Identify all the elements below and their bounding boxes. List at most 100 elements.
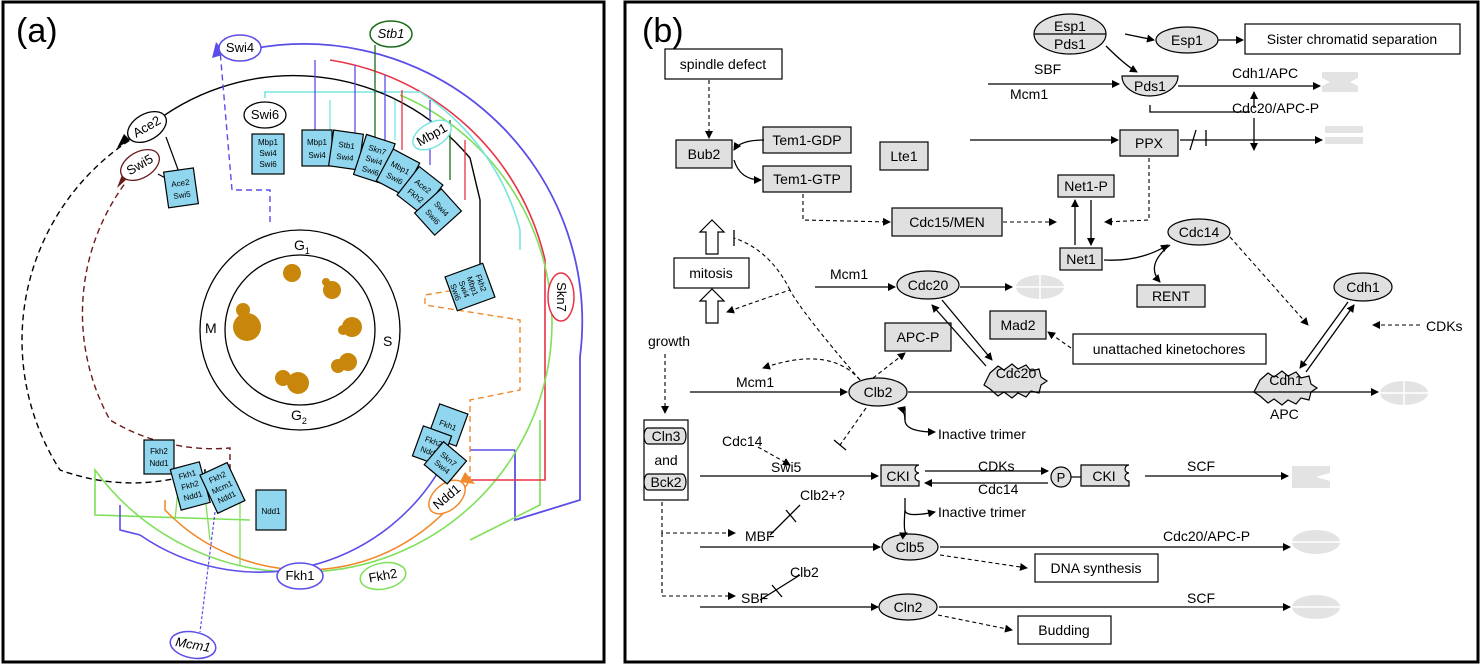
orange-dashed-feedback (424, 289, 521, 482)
node-apcp: APC-P (884, 322, 952, 352)
node-mad2: Mad2 (989, 310, 1047, 340)
svg-text:Cdc14: Cdc14 (1179, 224, 1220, 240)
regulator-ndd1: Ndd1 (428, 479, 466, 515)
svg-text:RENT: RENT (1152, 288, 1191, 304)
complex-c12: Skn7 Swi4 (423, 440, 468, 485)
complex-c3: Stb1 Swi4 (327, 129, 365, 171)
node-cln2: Cln2 (878, 593, 938, 621)
panel-b-frame (623, 0, 1480, 664)
svg-text:Mcm1: Mcm1 (174, 634, 211, 655)
mitosis-up-arrow-top (698, 219, 726, 255)
regulator-skn7: Skn7 (547, 272, 575, 322)
blue-arc (237, 43, 584, 522)
svg-text:Cdc20: Cdc20 (996, 365, 1037, 381)
regulator-swi6: Swi6 (243, 101, 287, 129)
label-scf-low: SCF (1187, 590, 1215, 606)
svg-text:Stb1: Stb1 (338, 140, 356, 151)
complex-boxes: Mbp1 Swi4 Swi6 Mbp1 Swi4 Stb1 Swi4 Skn7 … (143, 129, 496, 531)
label-cdks-right: CDKs (1426, 318, 1463, 334)
ticks-red (401, 90, 466, 200)
node-esp1-pds1: Esp1 Pds1 (1033, 13, 1107, 55)
svg-text:Tem1-GDP: Tem1-GDP (772, 132, 841, 148)
degrade-icon-2b (1325, 137, 1363, 144)
degrade-icon-2 (1325, 126, 1363, 133)
svg-text:P: P (1057, 470, 1066, 485)
swi4-dashed-feedback (219, 49, 271, 222)
node-phospho-cki: P CKI (1050, 464, 1130, 488)
regulator-ace2: Ace2 (127, 110, 167, 144)
cell-icon-5b (275, 370, 291, 386)
svg-text:Mad2: Mad2 (1000, 317, 1035, 333)
svg-text:Bub2: Bub2 (688, 146, 721, 162)
node-dna-synthesis: DNA synthesis (1034, 553, 1159, 583)
node-clb5: Clb5 (881, 533, 939, 561)
node-cdc20: Cdc20 (896, 270, 960, 300)
ace2-dashed-feedback (21, 139, 206, 495)
cell-icon-1 (283, 264, 301, 282)
svg-text:Lte1: Lte1 (890, 148, 917, 164)
svg-text:Fkh1: Fkh1 (286, 568, 315, 583)
svg-text:spindle defect: spindle defect (680, 56, 767, 72)
node-cdc14-top: Cdc14 (1167, 218, 1231, 246)
node-unattached-kinetochores: unattached kinetochores (1072, 333, 1267, 365)
cell-icon-2b (322, 278, 330, 286)
svg-text:Cln3: Cln3 (652, 428, 681, 444)
mcm1-link (199, 511, 216, 633)
svg-text:Swi4: Swi4 (226, 40, 254, 55)
label-apc: APC (1270, 406, 1299, 422)
svg-text:Clb2: Clb2 (864, 384, 893, 400)
svg-text:Bck2: Bck2 (650, 474, 681, 490)
node-mitosis: mitosis (673, 257, 750, 289)
node-ppx: PPX (1119, 129, 1179, 157)
phase-g2: G2 (291, 407, 307, 426)
label-cdc14-left: Cdc14 (722, 433, 763, 449)
node-bub2: Bub2 (675, 139, 733, 169)
cyan-arc (264, 91, 521, 250)
label-cdks: CDKs (978, 458, 1015, 474)
cell-icons (233, 264, 362, 394)
node-lte1: Lte1 (879, 141, 929, 171)
regulator-mcm1: Mcm1 (169, 630, 217, 660)
label-cdc20apcp-top: Cdc20/APC-P (1232, 100, 1319, 116)
cell-icon-6b (236, 303, 250, 317)
svg-text:PPX: PPX (1135, 135, 1164, 151)
svg-text:Cdh1: Cdh1 (1269, 372, 1303, 388)
label-scf-mid: SCF (1187, 458, 1215, 474)
label-mcm1-low: Mcm1 (736, 374, 774, 390)
label-inactive-trimer-2: Inactive trimer (938, 504, 1026, 520)
svg-text:Sister chromatid separation: Sister chromatid separation (1267, 31, 1437, 47)
regulator-swi5: Swi5 (120, 148, 160, 182)
svg-text:Ndd1: Ndd1 (149, 459, 169, 468)
svg-text:Tem1-GTP: Tem1-GTP (773, 171, 841, 187)
svg-text:Mbp1: Mbp1 (307, 138, 328, 147)
svg-text:Mbp1: Mbp1 (258, 138, 279, 147)
phase-m: M (205, 320, 217, 336)
red-lower (470, 420, 546, 481)
svg-text:Swi6: Swi6 (259, 160, 277, 169)
degrade-icon-5 (1292, 466, 1330, 488)
degrade-icon-1 (1322, 72, 1358, 92)
svg-text:Swi6: Swi6 (251, 107, 279, 122)
node-budding: Budding (1017, 615, 1112, 645)
svg-text:Swi4: Swi4 (336, 152, 355, 163)
node-tem1-gtp: Tem1-GTP (762, 165, 852, 193)
node-clb2: Clb2 (848, 377, 908, 407)
svg-text:Fkh2: Fkh2 (150, 447, 168, 456)
svg-text:Pds1: Pds1 (1054, 36, 1086, 52)
regulator-fkh1: Fkh1 (276, 562, 324, 590)
green-arc (94, 94, 553, 573)
node-net1p: Net1-P (1057, 174, 1115, 198)
svg-text:Pds1: Pds1 (1134, 78, 1166, 94)
complex-c15: Fkh2 Mcm1 Ndd1 (199, 461, 246, 515)
svg-text:Clb5: Clb5 (896, 539, 925, 555)
svg-text:unattached kinetochores: unattached kinetochores (1093, 341, 1246, 357)
complex-c1: Mbp1 Swi4 Swi6 (251, 133, 285, 175)
svg-text:Net1-P: Net1-P (1064, 178, 1108, 194)
complex-c13: Fkh2 Ndd1 (143, 439, 175, 475)
svg-text:Cdh1: Cdh1 (1346, 279, 1380, 295)
svg-text:Swi4: Swi4 (308, 151, 326, 160)
phase-g1: G1 (294, 237, 310, 256)
regulator-fkh2: Fkh2 (359, 561, 407, 591)
node-sister-separation: Sister chromatid separation (1244, 23, 1461, 55)
label-clb2q: Clb2+? (800, 487, 845, 503)
